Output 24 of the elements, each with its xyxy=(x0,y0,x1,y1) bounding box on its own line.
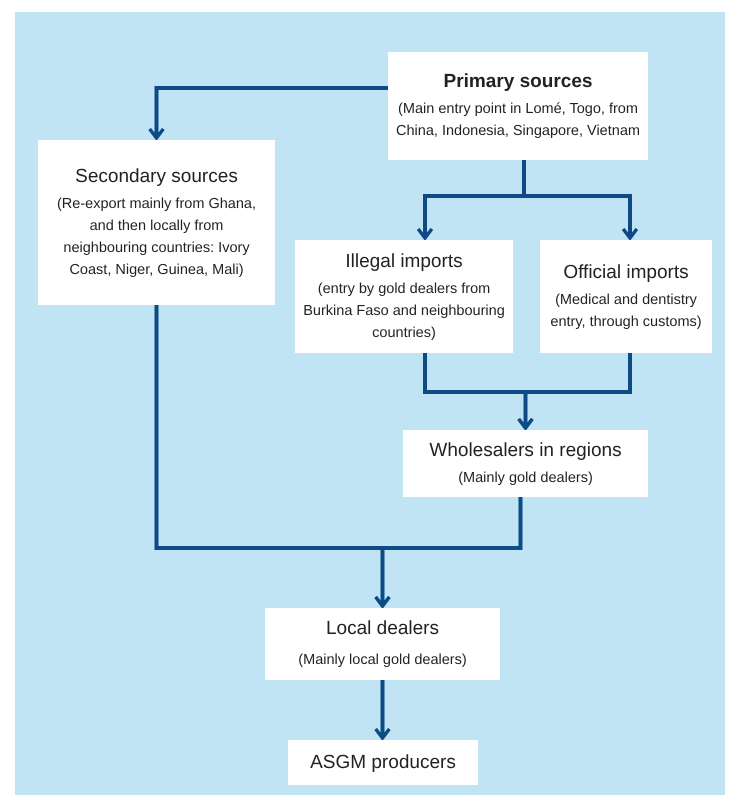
process-box xyxy=(540,240,712,353)
box-heading: Primary sources xyxy=(444,70,592,94)
arrow xyxy=(374,680,392,740)
box-heading: Secondary sources xyxy=(75,164,238,188)
arrow xyxy=(374,497,522,608)
box-description: (Mainly gold dealers) xyxy=(458,468,593,488)
box-description: (Medical and dentistry entry, through customs) xyxy=(549,290,703,332)
process-box xyxy=(388,52,648,160)
box-description: (Main entry point in Lomé, Togo, from China, Indonesia, Singapore, Vietnam xyxy=(396,100,640,141)
process-box xyxy=(265,608,500,680)
arrow xyxy=(516,353,632,430)
box-description: (entry by gold dealers from Burkina Faso and neighbouring countries) xyxy=(303,280,505,342)
box-heading: Illegal imports xyxy=(345,250,463,274)
process-box xyxy=(38,140,275,305)
box-heading: Official imports xyxy=(563,260,689,284)
box-heading: ASGM producers xyxy=(310,750,456,774)
process-box xyxy=(403,430,648,497)
box-description: (Mainly local gold dealers) xyxy=(298,651,467,670)
box-heading: Wholesalers in regions xyxy=(429,438,622,462)
box-heading: Local dealers xyxy=(326,617,440,641)
process-box xyxy=(295,240,513,353)
box-description: (Re-export mainly from Ghana, and then locally from neighbouring countries: Ivory Coast, Niger, Guinea, Mali) xyxy=(56,194,258,280)
arrow xyxy=(148,86,388,140)
process-box xyxy=(288,740,478,785)
